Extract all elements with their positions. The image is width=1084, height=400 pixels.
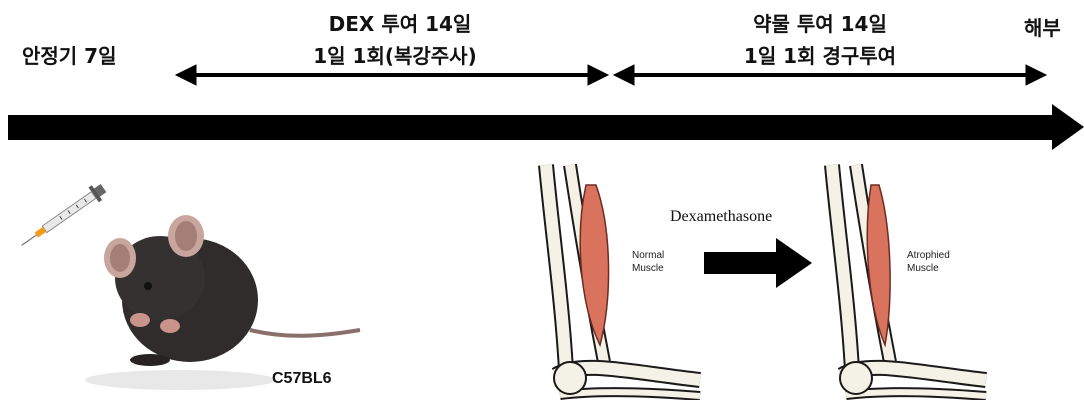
normal-arm-illustration	[546, 165, 700, 396]
mouse-icon	[85, 215, 360, 390]
normal-muscle-label-line1: Normal	[632, 250, 664, 261]
treatment-arrow	[704, 238, 812, 288]
phase3-double-arrow	[614, 65, 1046, 85]
mouse-strain-label: C57BL6	[272, 370, 332, 387]
normal-muscle-label-line2: Muscle	[632, 263, 664, 274]
timeline-arrow	[8, 104, 1084, 150]
syringe-icon	[16, 181, 108, 253]
atrophied-arm-illustration	[832, 165, 986, 396]
atrophied-muscle-label-line2: Muscle	[907, 263, 939, 274]
atrophied-muscle-label-line1: Atrophied	[907, 250, 950, 261]
treatment-label: Dexamethasone	[670, 208, 772, 225]
phase2-double-arrow	[176, 65, 608, 85]
